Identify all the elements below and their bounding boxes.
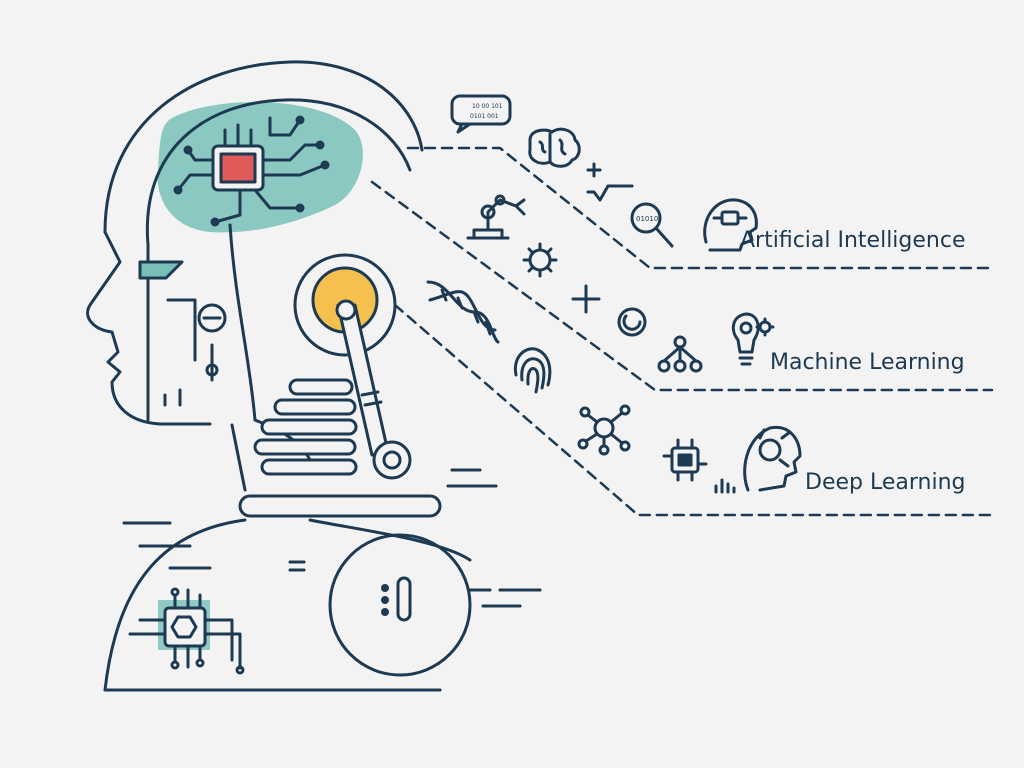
robot-arm-icon: [466, 194, 526, 240]
label-artificial-intelligence: Artificial Intelligence: [740, 228, 966, 253]
chest-port: [328, 533, 472, 677]
dl-connector: [393, 303, 994, 517]
label-deep-learning: Deep Learning: [805, 470, 965, 495]
magnifier-icon: [630, 202, 674, 248]
lightbulb-gears-icon: [731, 312, 775, 366]
head-outline: [103, 60, 424, 234]
plus-icon: [571, 284, 601, 314]
robot-head-icon: [743, 425, 802, 492]
chip-icon: [662, 438, 708, 482]
neck-bar: [238, 494, 442, 518]
neck-plates: [253, 378, 358, 476]
network-tree-icon: [657, 335, 703, 373]
ml-connector: [370, 180, 994, 392]
ai-head-icon: [703, 198, 758, 252]
speech-binary-2: 0101 001: [470, 113, 499, 120]
label-machine-learning: Machine Learning: [770, 350, 965, 375]
jaw-joint: [372, 440, 412, 480]
gear-icon: [522, 242, 558, 278]
brain-icon: [528, 127, 581, 168]
head-chip: [173, 115, 330, 227]
eye: [138, 260, 184, 280]
magnifier-binary: 01010: [636, 215, 658, 223]
face-profile: [86, 230, 212, 426]
shoulder: [103, 518, 442, 692]
connectors: [370, 146, 994, 517]
speech-bubble-icon: [450, 94, 512, 134]
robot-head: [86, 60, 542, 692]
bar-chart-icon: [714, 478, 736, 494]
speech-binary-1: 10 00 101: [472, 103, 503, 110]
cheek-dial: [197, 303, 227, 333]
fingerprint-icon: [513, 347, 552, 394]
dna-icon: [426, 280, 500, 344]
chest-chip: [128, 587, 245, 675]
circle-arrow-icon: [617, 307, 647, 337]
square-root-icon: [586, 162, 634, 202]
molecule-icon: [577, 404, 631, 456]
ai-connector: [406, 146, 994, 270]
